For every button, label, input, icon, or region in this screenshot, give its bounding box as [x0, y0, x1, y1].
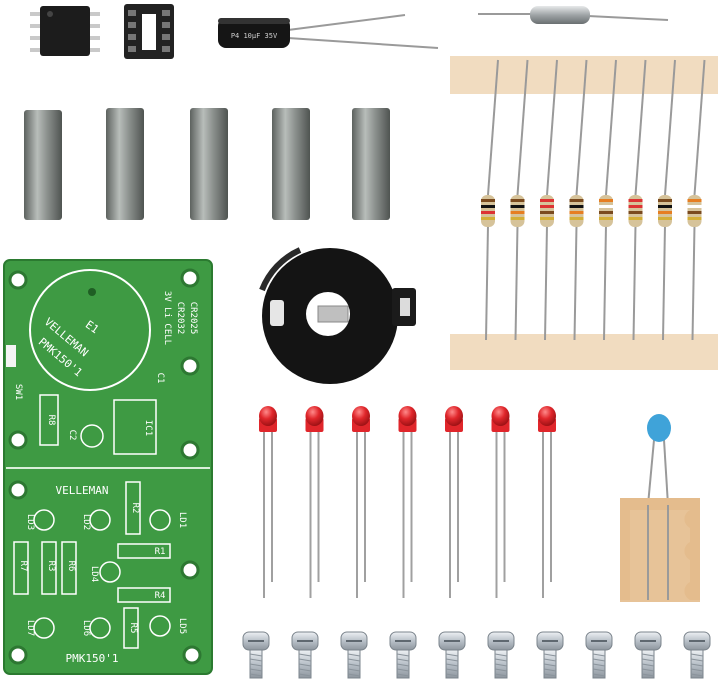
coin-cell-battery-holder	[259, 247, 416, 384]
resistor	[569, 59, 588, 341]
electrolytic-capacitor: P4 10µF 35V	[218, 14, 439, 49]
pcb-battery-spec-1: 3V Li CELL	[162, 291, 172, 345]
screw	[536, 631, 564, 679]
pcb-label-r7: R7	[18, 561, 28, 572]
pcb-label-r5: R5	[128, 623, 138, 634]
metal-spacers	[24, 108, 390, 220]
spacer	[24, 110, 62, 220]
red-led	[445, 406, 463, 598]
ceramic-capacitor-on-tape	[620, 414, 700, 602]
pcb-label-r3: R3	[46, 561, 56, 572]
pcb-label-ld2: LD2	[81, 514, 91, 530]
spacer	[352, 108, 390, 220]
resistor	[540, 59, 558, 341]
capacitor-print: P4 10µF 35V	[231, 32, 278, 40]
resistor	[628, 59, 647, 341]
machine-screws	[242, 631, 711, 679]
pcb-label-r6: R6	[66, 561, 76, 572]
resistor	[658, 59, 676, 341]
pcb-label-r8: R8	[46, 415, 56, 426]
red-led	[491, 406, 510, 598]
ic-chip-dip8	[30, 6, 100, 56]
pcb-label-ld7: LD7	[25, 620, 35, 636]
red-led	[305, 406, 324, 598]
screw	[389, 631, 417, 679]
red-leds	[259, 406, 556, 598]
pcb-label-ld1: LD1	[177, 512, 187, 528]
pcb-label-ic1: IC1	[143, 420, 153, 436]
pcb-label-r2: R2	[130, 503, 140, 514]
pcb-battery-label: E1	[83, 318, 101, 336]
pcb-label-ld5: LD5	[177, 618, 187, 634]
resistor	[687, 59, 706, 341]
pcb-label-ld4: LD4	[89, 566, 99, 582]
pcb-brand-top: VELLEMAN	[56, 484, 109, 497]
pcb-battery-spec-2: CR2032	[175, 302, 185, 335]
red-led	[398, 406, 417, 598]
tape-bottom	[450, 334, 718, 370]
screw	[585, 631, 613, 679]
screw	[487, 631, 515, 679]
screw	[634, 631, 662, 679]
pcb-label-c2: C2	[67, 430, 77, 441]
spacer	[106, 108, 144, 220]
pcb-label-r4: R4	[155, 591, 166, 601]
crystal-oscillator	[478, 6, 669, 24]
screw	[438, 631, 466, 679]
red-led	[259, 406, 277, 598]
screw	[683, 631, 711, 679]
screw	[242, 631, 270, 679]
pcb-label-sw1: SW1	[13, 384, 23, 400]
resistor	[481, 59, 499, 341]
red-led	[352, 406, 370, 598]
spacer	[272, 108, 310, 220]
screw	[340, 631, 368, 679]
screw	[291, 631, 319, 679]
printed-circuit-board: E1 VELLEMAN PMK150'1 3V Li CELL CR2032 C…	[3, 259, 213, 675]
pcb-model-bottom: PMK150'1	[66, 652, 119, 665]
red-led	[538, 406, 556, 598]
pcb-label-ld3: LD3	[25, 514, 35, 530]
resistor	[599, 59, 617, 341]
pcb-label-r1: R1	[155, 547, 166, 557]
resistor-strip	[450, 56, 718, 370]
spacer	[190, 108, 228, 220]
pcb-label-ld6: LD6	[81, 620, 91, 636]
pcb-battery-spec-3: CR2025	[188, 302, 198, 335]
ic-socket-dip8	[124, 4, 174, 59]
pcb-label-c1: C1	[155, 373, 165, 384]
resistor	[510, 59, 529, 341]
